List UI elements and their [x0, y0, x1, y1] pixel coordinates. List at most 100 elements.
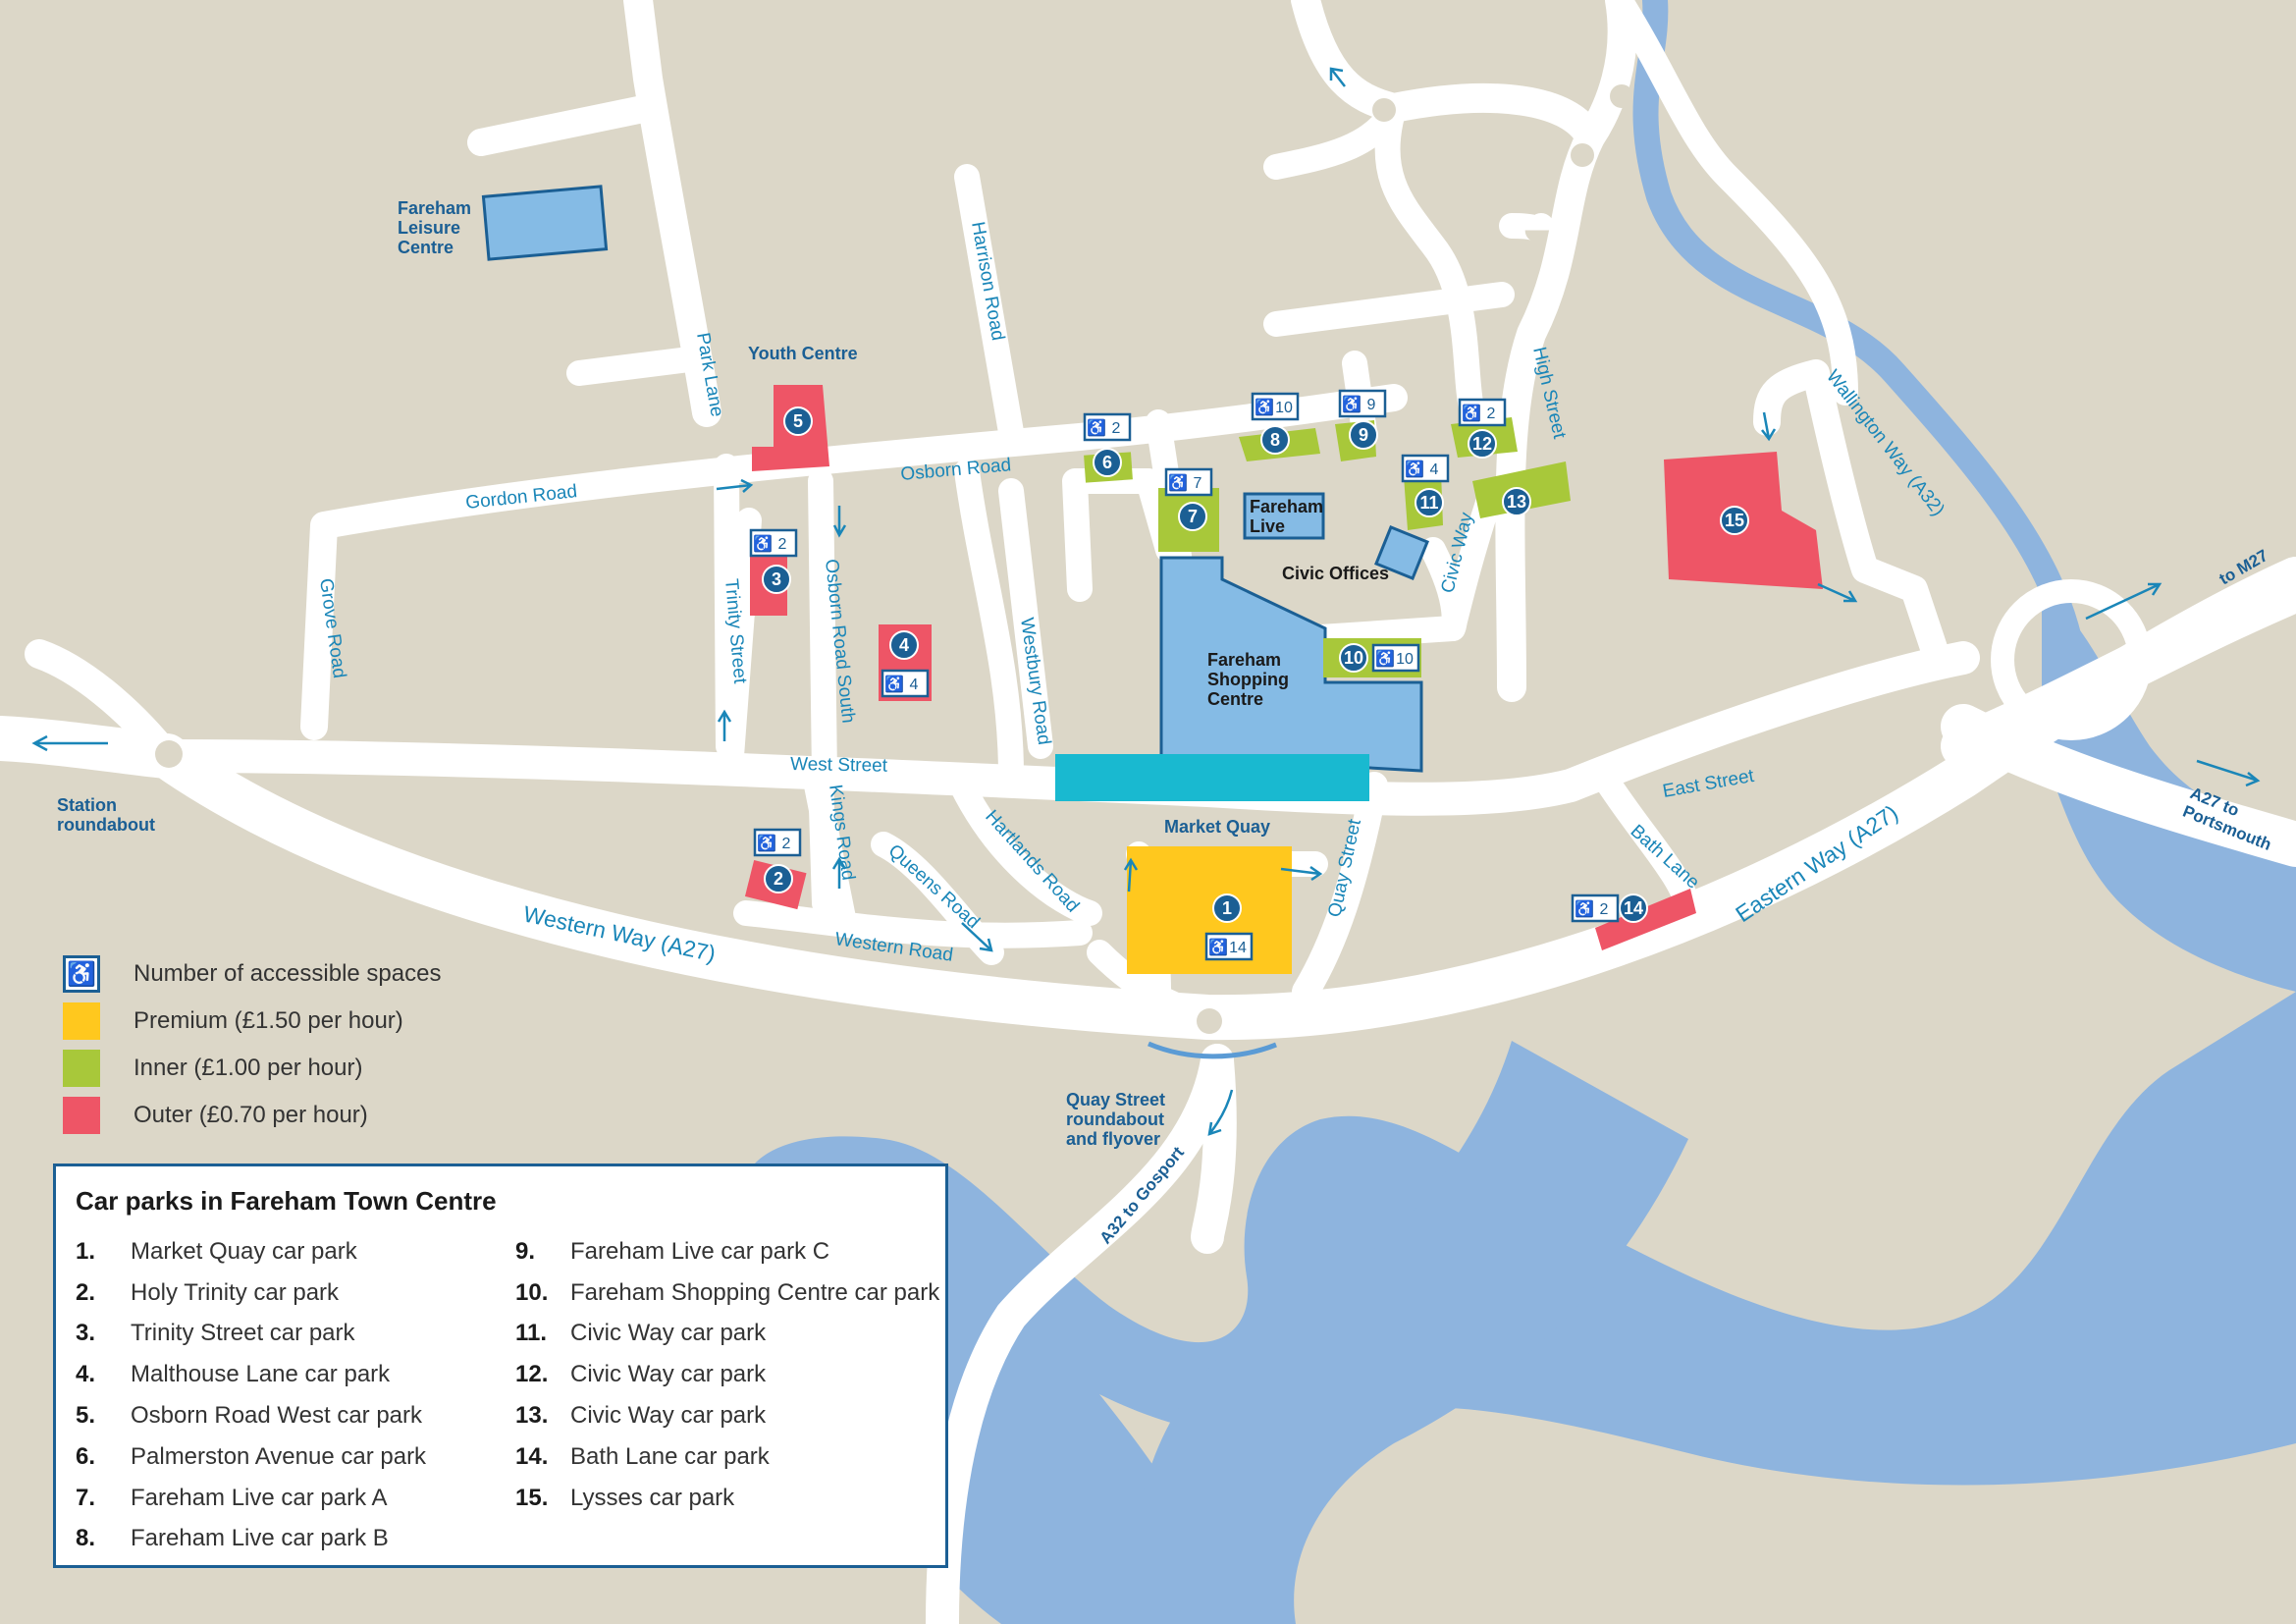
accessible-spaces-badge — [749, 528, 798, 558]
accessible-spaces-count: 2 — [1600, 901, 1609, 918]
accessible-spaces-count: 4 — [910, 677, 919, 693]
car-park-list-item: 14.Bath Lane car park — [515, 1436, 939, 1478]
car-park-marker-9[interactable] — [1349, 420, 1378, 450]
car-park-marker-2[interactable] — [764, 864, 793, 893]
legend-swatch-premium — [63, 1002, 100, 1040]
label-fareham-live: Fareham Live — [1250, 497, 1328, 536]
label-west-street: West Street — [790, 754, 888, 777]
car-park-marker-label: 13 — [1507, 492, 1526, 512]
direction-arrows — [31, 67, 2261, 1136]
accessible-spaces-count: 7 — [1194, 475, 1202, 492]
wheelchair-icon: ♿ — [753, 534, 773, 553]
car-park-number: 9. — [515, 1237, 536, 1265]
river-lower — [1134, 1041, 1688, 1624]
car-park-list-item: 10.Fareham Shopping Centre car park — [515, 1272, 939, 1314]
car-park-name: Malthouse Lane car park — [131, 1361, 391, 1388]
car-park-marker-8[interactable] — [1260, 425, 1290, 455]
car-park-list-column-2: 9. Fareham Live car park C 10.Fareham Shop… — [515, 1231, 939, 1519]
car-park-list-item: 4. Malthouse Lane car park — [76, 1354, 426, 1395]
label-east-street: East Street — [1661, 766, 1756, 802]
car-park-number: 1. — [76, 1237, 96, 1265]
car-park-marker-11[interactable] — [1415, 488, 1444, 517]
car-park-name: Fareham Live car park A — [131, 1484, 388, 1511]
car-park-number: 14. — [515, 1442, 549, 1470]
car-park-marker-6[interactable] — [1093, 448, 1122, 477]
wheelchair-icon: ♿ — [1168, 473, 1188, 492]
car-park-marker-4[interactable] — [889, 630, 919, 660]
car-park-marker-label: 6 — [1102, 453, 1112, 472]
car-park-marker-label: 3 — [772, 569, 781, 589]
car-park-marker-10[interactable] — [1339, 643, 1368, 673]
car-park-list-item: 12.Civic Way car park — [515, 1354, 939, 1395]
car-park-number: 5. — [76, 1402, 96, 1430]
accessible-spaces-badge — [1371, 643, 1420, 673]
accessible-spaces-badge — [1251, 392, 1300, 421]
car-park-list-item: 2.Holy Trinity car park — [76, 1272, 426, 1314]
car-park-marker-12[interactable] — [1468, 429, 1497, 459]
legend: ♿ Number of accessible spaces Premium (£… — [63, 950, 475, 1139]
accessible-spaces-badge — [1458, 398, 1507, 427]
legend-row-outer: Outer (£0.70 per hour) — [63, 1092, 475, 1139]
car-park-number: 10. — [515, 1278, 549, 1306]
car-park-marker-label: 15 — [1725, 511, 1744, 530]
car-park-number: 13. — [515, 1402, 549, 1430]
accessible-spaces-count: 10 — [1275, 400, 1293, 416]
label-shopping-centre: Fareham Shopping Centre — [1207, 650, 1294, 709]
accessible-spaces-count: 10 — [1396, 651, 1414, 668]
roundabouts — [155, 84, 2152, 1059]
car-park-list-item: 9. Fareham Live car park C — [515, 1231, 939, 1272]
accessible-spaces-badge — [1401, 454, 1450, 483]
car-park-marker-label: 8 — [1270, 430, 1280, 450]
car-park-marker-label: 2 — [774, 869, 783, 889]
wheelchair-icon: ♿ — [1405, 460, 1424, 478]
car-park-marker-5[interactable] — [783, 406, 813, 436]
wheelchair-icon: ♿ — [1575, 899, 1594, 918]
car-park-number: 3. — [76, 1320, 96, 1347]
car-park-list-item: 7.Fareham Live car park A — [76, 1478, 426, 1519]
label-civic-offices: Civic Offices — [1282, 564, 1389, 583]
car-park-list-item: 15. Lysses car park — [515, 1478, 939, 1519]
car-park-marker-7[interactable] — [1178, 502, 1207, 531]
label-youth-centre: Youth Centre — [748, 344, 858, 363]
delme-roundabout-ring — [1991, 579, 2152, 740]
label-hartlands-road: Hartlands Road — [981, 806, 1083, 916]
accessible-spaces-badge — [753, 828, 802, 857]
car-park-number: 4. — [76, 1361, 96, 1388]
car-park-number: 12. — [515, 1361, 549, 1388]
wheelchair-icon: ♿ — [1255, 398, 1274, 416]
car-park-marker-label: 10 — [1344, 648, 1363, 668]
car-park-name: Trinity Street car park — [131, 1320, 355, 1347]
car-park-name: Lysses car park — [570, 1484, 735, 1511]
car-park-marker-15[interactable] — [1720, 506, 1749, 535]
label-quay-street-roundabout: Quay Street roundabout and flyover — [1066, 1090, 1170, 1149]
legend-label: Number of accessible spaces — [133, 960, 442, 987]
car-park-number: 6. — [76, 1442, 96, 1470]
car-park-number: 15. — [515, 1484, 549, 1511]
car-park-marker-label: 5 — [793, 411, 803, 431]
wheelchair-icon: ♿ — [1462, 404, 1481, 422]
wheelchair-icon: ♿ — [757, 834, 776, 852]
car-park-number: 8. — [76, 1525, 96, 1552]
car-park-list-item: 1.Market Quay car park — [76, 1231, 426, 1272]
car-park-name: Fareham Live car park B — [131, 1525, 389, 1552]
car-park-marker-label: 7 — [1188, 507, 1198, 526]
wheelchair-icon: ♿ — [1208, 938, 1228, 956]
accessible-spaces-badge — [881, 669, 930, 698]
accessible-spaces-badge — [1571, 893, 1620, 923]
accessible-spaces-count: 2 — [1112, 420, 1121, 437]
car-park-marker-13[interactable] — [1502, 487, 1531, 516]
accessible-spaces-count: 14 — [1229, 940, 1247, 956]
flyover-arc — [1148, 1041, 1277, 1059]
car-park-list-item: 13.Civic Way car park — [515, 1395, 939, 1436]
car-park-marker-14[interactable] — [1619, 893, 1648, 923]
car-park-list-item: 11.Civic Way car park — [515, 1314, 939, 1355]
legend-label: Outer (£0.70 per hour) — [133, 1102, 368, 1128]
car-park-marker-1[interactable] — [1212, 893, 1242, 923]
car-park-name: Holy Trinity car park — [131, 1278, 340, 1306]
buildings — [481, 185, 1429, 801]
car-park-marker-label: 4 — [899, 635, 909, 655]
car-park-list-panel: Car parks in Fareham Town Centre 1.Marke… — [53, 1164, 948, 1568]
car-park-marker-3[interactable] — [762, 565, 791, 594]
car-park-name: Fareham Live car park C — [570, 1237, 830, 1265]
